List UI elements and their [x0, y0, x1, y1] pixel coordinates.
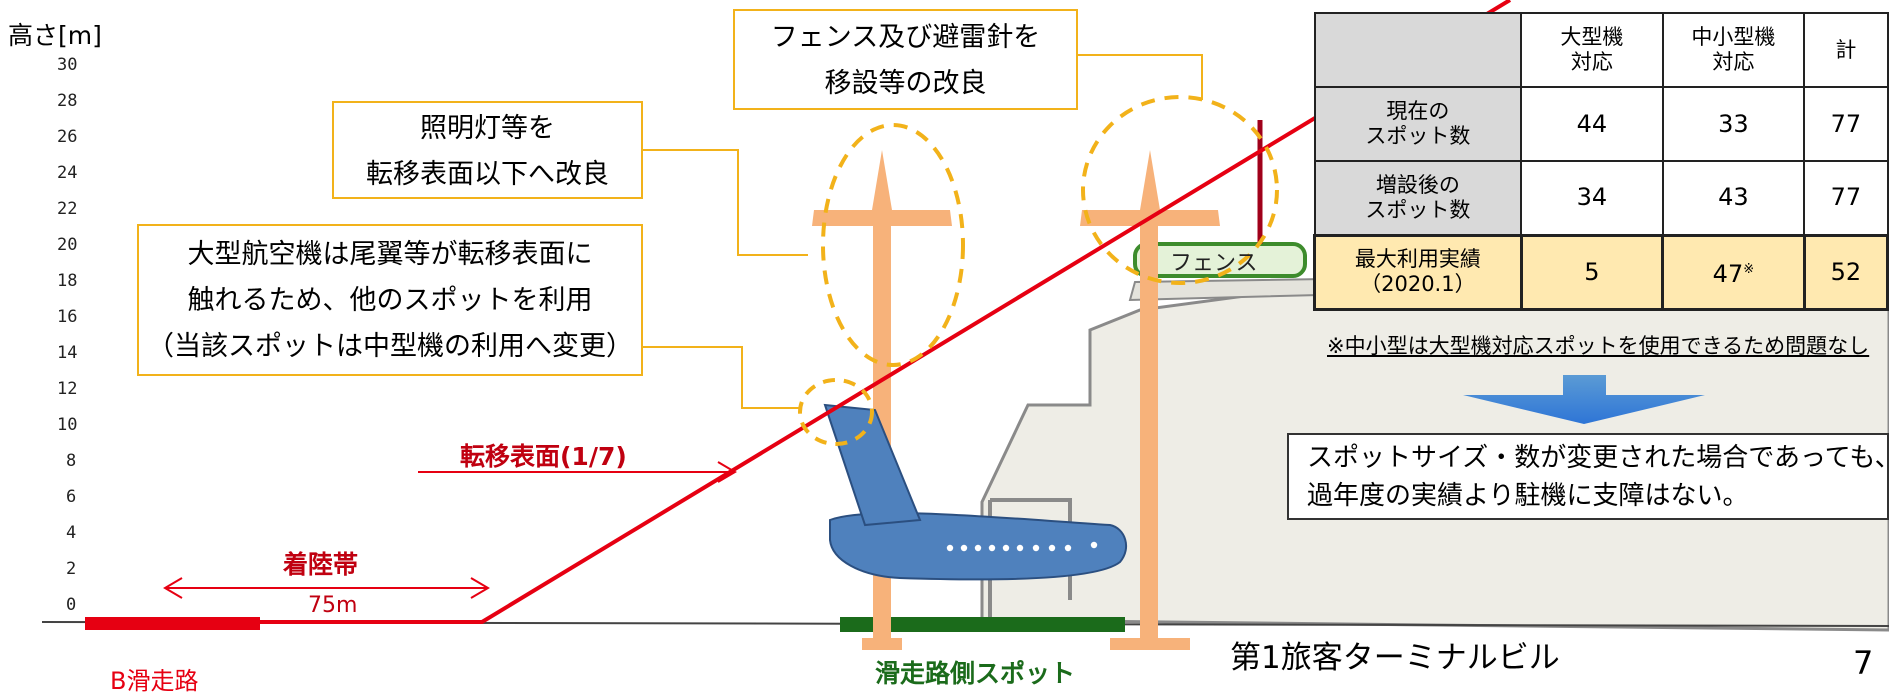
fence-ellipse	[1081, 95, 1279, 285]
table-header-large: 大型機 対応	[1520, 12, 1664, 88]
terminal-label: 第1旅客ターミナルビル	[1230, 640, 1560, 676]
lighting-leader	[643, 149, 808, 256]
conclusion-line: 過年度の実績より駐機に支障はない。	[1307, 481, 1749, 511]
row-label: 増設後のスポット数	[1313, 160, 1523, 236]
y-tick: 8	[66, 451, 76, 471]
y-tick: 20	[57, 235, 77, 255]
cell-small: 33	[1661, 86, 1806, 162]
y-axis-title: 高さ[m]	[8, 21, 102, 50]
fence-leader	[1078, 54, 1203, 100]
cell-large: 44	[1520, 86, 1664, 162]
y-tick: 22	[57, 199, 77, 219]
y-tick: 0	[66, 595, 76, 615]
y-tick: 28	[57, 91, 77, 111]
light-pole-right	[1080, 150, 1220, 650]
y-tick: 18	[57, 271, 77, 291]
transition-surface-line	[85, 0, 1512, 624]
landing-strip-label: 着陸帯	[282, 550, 358, 579]
y-tick: 26	[57, 127, 77, 147]
landing-strip-arrow	[163, 577, 490, 599]
cell-total: 77	[1803, 160, 1889, 236]
cell-total: 77	[1803, 86, 1889, 162]
cell-small: 47※	[1661, 233, 1806, 311]
callout-line: 転移表面以下へ改良	[366, 159, 609, 190]
tail-ellipse	[798, 378, 874, 446]
down-arrow	[1463, 375, 1705, 424]
page-number: 7	[1853, 644, 1874, 682]
conclusion-line: スポットサイズ・数が変更された場合であっても、	[1307, 443, 1889, 473]
transition-surface-arrow	[418, 461, 737, 483]
large-aircraft-callout: 大型航空機は尾翼等が転移表面に 触れるため、他のスポットを利用 （当該スポットは…	[137, 224, 643, 376]
cell-large: 5	[1519, 233, 1665, 311]
table-row: 現在のスポット数 44 33 77	[1313, 86, 1889, 162]
y-axis-ticks: 30 28 26 24 22 20 18 16 14 12 10 8 6 4 2…	[57, 55, 77, 615]
conclusion-box: スポットサイズ・数が変更された場合であっても、 過年度の実績より駐機に支障はない…	[1287, 433, 1889, 520]
landing-strip-width-label: 75m	[308, 593, 357, 618]
cell-large: 34	[1520, 160, 1664, 236]
transition-surface-label: 転移表面(1/7)	[460, 442, 627, 471]
table-header-blank	[1313, 12, 1523, 88]
y-tick: 24	[57, 163, 77, 183]
y-tick: 10	[57, 415, 77, 435]
row-label: 現在のスポット数	[1313, 86, 1523, 162]
callout-line: （当該スポットは中型機の利用へ変更）	[147, 331, 633, 362]
table-header-small: 中小型機 対応	[1661, 12, 1806, 88]
cell-small: 43	[1661, 160, 1806, 236]
callout-line: フェンス及び避雷針を	[770, 22, 1041, 53]
fence-label: フェンス	[1170, 251, 1258, 276]
y-tick: 30	[57, 55, 77, 75]
cell-total: 52	[1802, 233, 1889, 311]
lighting-callout: 照明灯等を 転移表面以下へ改良	[332, 101, 643, 199]
spot-count-table: 大型機 対応 中小型機 対応 計 現在のスポット数 44 33 77 増設後のス…	[1313, 12, 1889, 311]
lighting-ellipse	[821, 123, 965, 367]
aircraft	[823, 403, 1128, 581]
fence-relocation-callout: フェンス及び避雷針を 移設等の改良	[733, 9, 1078, 110]
table-row-highlight: 最大利用実績（2020.1） 5 47※ 52	[1313, 233, 1889, 311]
runway-side-spot-label: 滑走路側スポット	[875, 659, 1075, 688]
callout-line: 触れるため、他のスポットを利用	[187, 285, 593, 316]
y-tick: 14	[57, 343, 77, 363]
callout-line: 照明灯等を	[420, 113, 555, 144]
table-note: ※中小型は大型機対応スポットを使用できるため問題なし	[1327, 334, 1870, 358]
table-row: 増設後のスポット数 34 43 77	[1313, 160, 1889, 236]
y-tick: 6	[66, 487, 76, 507]
large-aircraft-leader	[642, 346, 800, 409]
callout-line: 大型航空機は尾翼等が転移表面に	[187, 239, 593, 270]
y-tick: 16	[57, 307, 77, 327]
y-tick: 4	[66, 523, 76, 543]
runway-label: B滑走路	[110, 667, 199, 695]
table-header-total: 計	[1803, 12, 1889, 88]
note-mark: ※	[1743, 262, 1755, 277]
y-tick: 2	[66, 559, 76, 579]
row-label: 最大利用実績（2020.1）	[1313, 233, 1523, 311]
y-tick: 12	[57, 379, 77, 399]
runway-side-spot-bar	[840, 617, 1125, 632]
callout-line: 移設等の改良	[824, 68, 987, 99]
